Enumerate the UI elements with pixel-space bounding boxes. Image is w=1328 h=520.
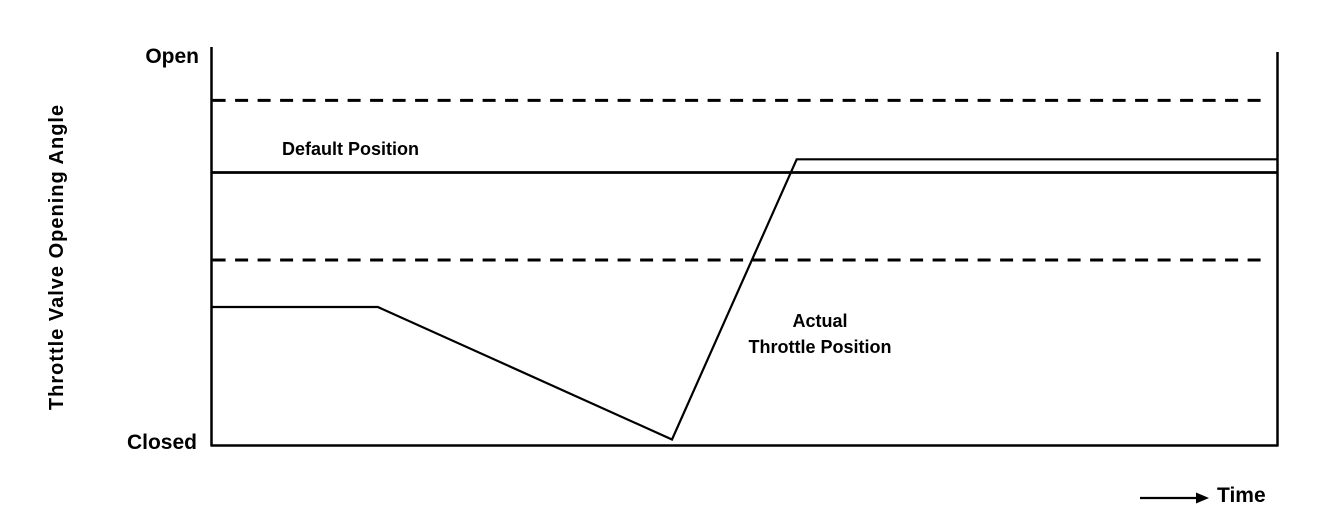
series-lines bbox=[211, 98, 1278, 441]
x-axis-time-label: Time bbox=[1217, 484, 1266, 507]
actual-annotation-line1: Actual bbox=[792, 311, 848, 331]
y-axis-open-label: Open bbox=[145, 45, 199, 68]
series-actual-throttle-position bbox=[211, 158, 1278, 441]
actual-annotation-line2: Throttle Position bbox=[748, 337, 892, 357]
y-axis-closed-label: Closed bbox=[126, 431, 197, 454]
actual-throttle-position-annotation: Actual Throttle Position bbox=[720, 308, 920, 360]
y-axis-title: Throttle Valve Opening Angle bbox=[46, 103, 68, 411]
default-position-annotation: Default Position bbox=[282, 139, 420, 159]
time-arrow-icon bbox=[1140, 492, 1209, 504]
